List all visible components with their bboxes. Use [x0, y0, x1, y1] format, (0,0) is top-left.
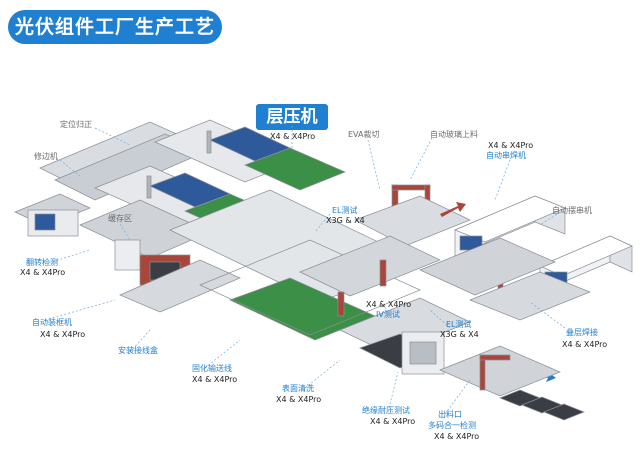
label-outlet-sub: 多码合一检测 — [428, 421, 476, 430]
label-stringer: 自动串焊机 — [486, 151, 526, 160]
label-eva-cut: EVA裁切 — [348, 130, 380, 139]
label-layup: 自动摆串机 — [552, 206, 592, 215]
flow-arrow-1 — [440, 202, 466, 217]
label-buffer: 缓存区 — [108, 214, 132, 223]
trimming-and-flip-area — [14, 193, 241, 313]
label-flip: 翻转检测 — [26, 258, 58, 267]
label-insulation: 绝缘耐压测试 — [362, 406, 410, 415]
label-el1-models: X3G & X4 — [326, 216, 365, 225]
laminator-models: X4 & X4Pro — [270, 132, 316, 141]
label-cure-models: X4 & X4Pro — [192, 375, 238, 384]
label-jbox: 安装接线盒 — [118, 346, 158, 355]
label-framing: 自动装框机 — [32, 318, 72, 327]
label-auto-glass: 自动玻璃上料 — [430, 130, 478, 139]
laminator-label: 层压机 — [256, 104, 328, 130]
label-el2-models: X3G & X4 — [440, 330, 479, 339]
label-busbar: 叠层焊接 — [566, 328, 598, 337]
label-flip-models: X4 & X4Pro — [20, 268, 66, 277]
label-framing-models: X4 & X4Pro — [40, 330, 86, 339]
label-cure: 固化输送线 — [192, 364, 232, 373]
middle-conveyor — [169, 189, 471, 355]
label-clean: 表面清洗 — [282, 384, 314, 393]
stringer-area — [354, 184, 633, 321]
label-busbar-models: X4 & X4Pro — [562, 340, 608, 349]
page-title: 光伏组件工厂生产工艺流程 — [8, 10, 222, 72]
label-clean-models: X4 & X4Pro — [276, 395, 322, 404]
leader-lines — [44, 118, 566, 415]
label-repair: 修边机 — [34, 152, 58, 161]
label-positioning: 定位归正 — [60, 120, 92, 129]
label-el1: EL测试 — [332, 206, 358, 215]
label-el2: EL测试 — [446, 320, 472, 329]
label-insulation-models: X4 & X4Pro — [370, 417, 416, 426]
label-outlet: 出料口 — [438, 410, 462, 419]
label-mid-models: X4 & X4Pro — [366, 300, 412, 309]
label-outlet-models: X4 & X4Pro — [434, 432, 480, 441]
label-iv: IV测试 — [376, 310, 400, 319]
outlet-area — [359, 331, 585, 421]
label-stringer-models: X4 & X4Pro — [488, 141, 534, 150]
